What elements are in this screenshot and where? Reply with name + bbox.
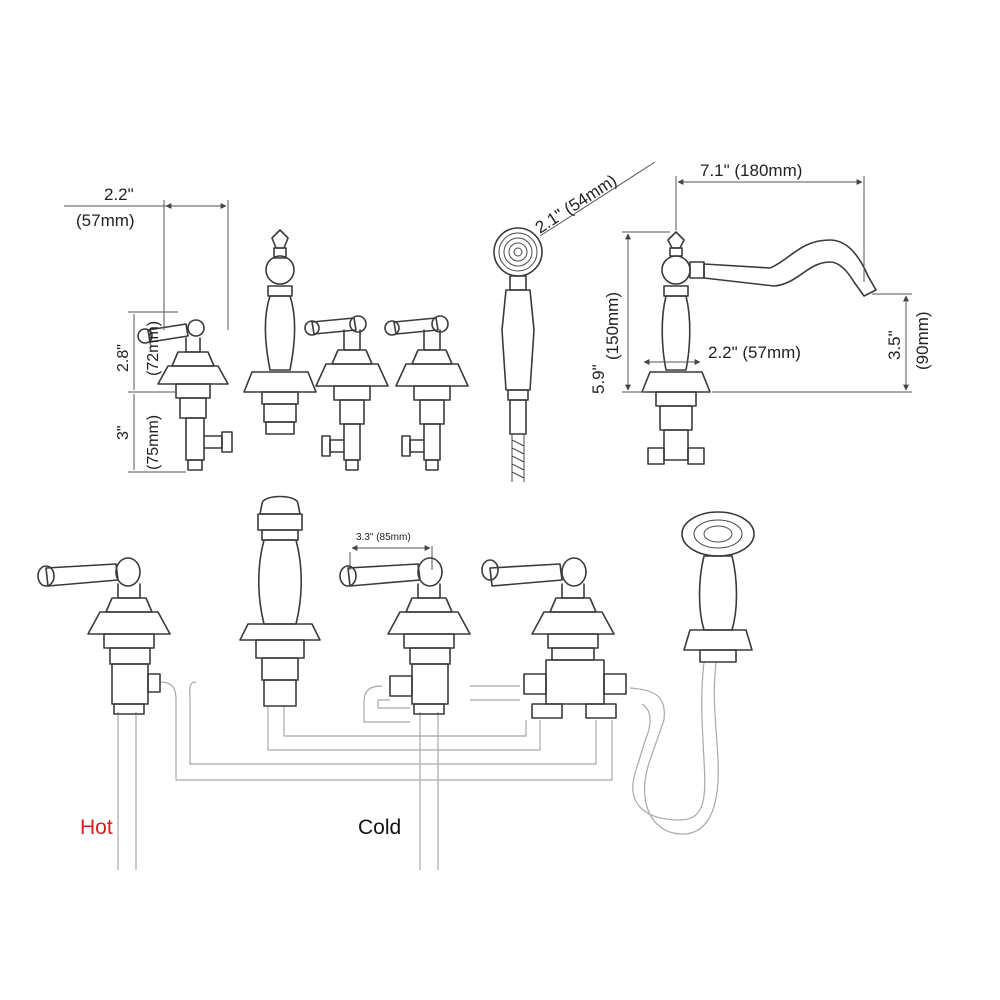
- shank-in-label: 3": [115, 425, 132, 440]
- valve-width-in-label: 2.2": [104, 185, 134, 204]
- valve-assembly-hot: [37, 557, 171, 715]
- valve-assembly-mixer: [481, 557, 627, 719]
- dim-spout-height: 5.9" (150mm): [589, 231, 670, 394]
- dim-spout-reach: 7.1" (180mm): [675, 161, 865, 282]
- handshower-assembly: [681, 511, 755, 663]
- diverter-assembly: [239, 495, 321, 707]
- spout-reach-label: 7.1" (180mm): [700, 161, 802, 180]
- diverter-side-view: [243, 229, 317, 435]
- valve-side-view-3: [384, 315, 469, 471]
- handshower-side-view: [493, 227, 543, 482]
- spout-outlet-in-label: 3.5": [885, 330, 904, 360]
- handle-spacing-label: 3.3" (85mm): [356, 532, 411, 543]
- dim-valve-width: 2.2" (57mm): [64, 185, 229, 330]
- shank-mm-label: (75mm): [145, 415, 162, 470]
- handshower-diameter-label: 2.1" (54mm): [532, 171, 620, 238]
- valve-side-view-1: [137, 319, 233, 471]
- cold-label: Cold: [358, 816, 401, 839]
- valve-assembly-cold: [339, 557, 471, 715]
- spout-outlet-mm-label: (90mm): [913, 311, 932, 370]
- spout-height-mm-label: (150mm): [603, 292, 622, 360]
- dim-handshower-diameter: 2.1" (54mm): [532, 161, 656, 238]
- dim-valve-heights: 2.8" (72mm) 3" (75mm): [115, 311, 186, 473]
- spout-height-in-label: 5.9": [589, 364, 608, 394]
- valve-width-mm-label: (57mm): [76, 211, 135, 230]
- hot-label: Hot: [80, 816, 113, 839]
- dim-spout-base: 2.2" (57mm): [643, 343, 801, 365]
- supply-pipes: [117, 661, 719, 870]
- spout-side-view: [641, 231, 877, 465]
- valve-height-mm-label: (72mm): [145, 321, 162, 376]
- spout-base-label: 2.2" (57mm): [708, 343, 801, 362]
- valve-side-view-2: [304, 315, 389, 471]
- valve-height-in-label: 2.8": [115, 344, 132, 372]
- dim-spout-outlet: 3.5" (90mm): [712, 293, 932, 393]
